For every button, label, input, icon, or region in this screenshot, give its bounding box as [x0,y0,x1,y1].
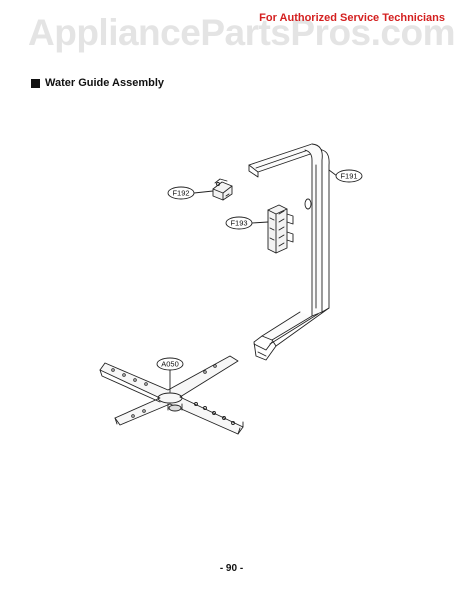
section-title: Water Guide Assembly [45,77,164,89]
callout-label-f193: F193 [230,219,247,228]
callout-oval-a050 [156,357,184,371]
watermark-logo: AppliancePartsPros.com [28,12,455,53]
callout-oval-f193 [225,216,253,230]
water-guide-pipe [248,143,330,361]
callout-label-a050: A050 [161,360,179,369]
spray-arm-assembly [99,355,244,435]
f192-fitting [212,178,233,201]
page-number: - 90 - [219,563,244,574]
f193-bracket [267,204,294,254]
section-header: Water Guide Assembly [31,77,164,89]
callout-oval-f191 [335,169,363,183]
leader-line-f192 [193,190,214,194]
square-bullet-icon [31,78,40,88]
leader-line-f191 [328,169,338,177]
leader-line-f193 [251,221,269,224]
callout-oval-f192 [167,186,195,200]
callout-label-f192: F192 [172,189,189,198]
callout-label-f191: F191 [340,172,357,181]
service-note: For Authorized Service Technicians [259,12,445,24]
